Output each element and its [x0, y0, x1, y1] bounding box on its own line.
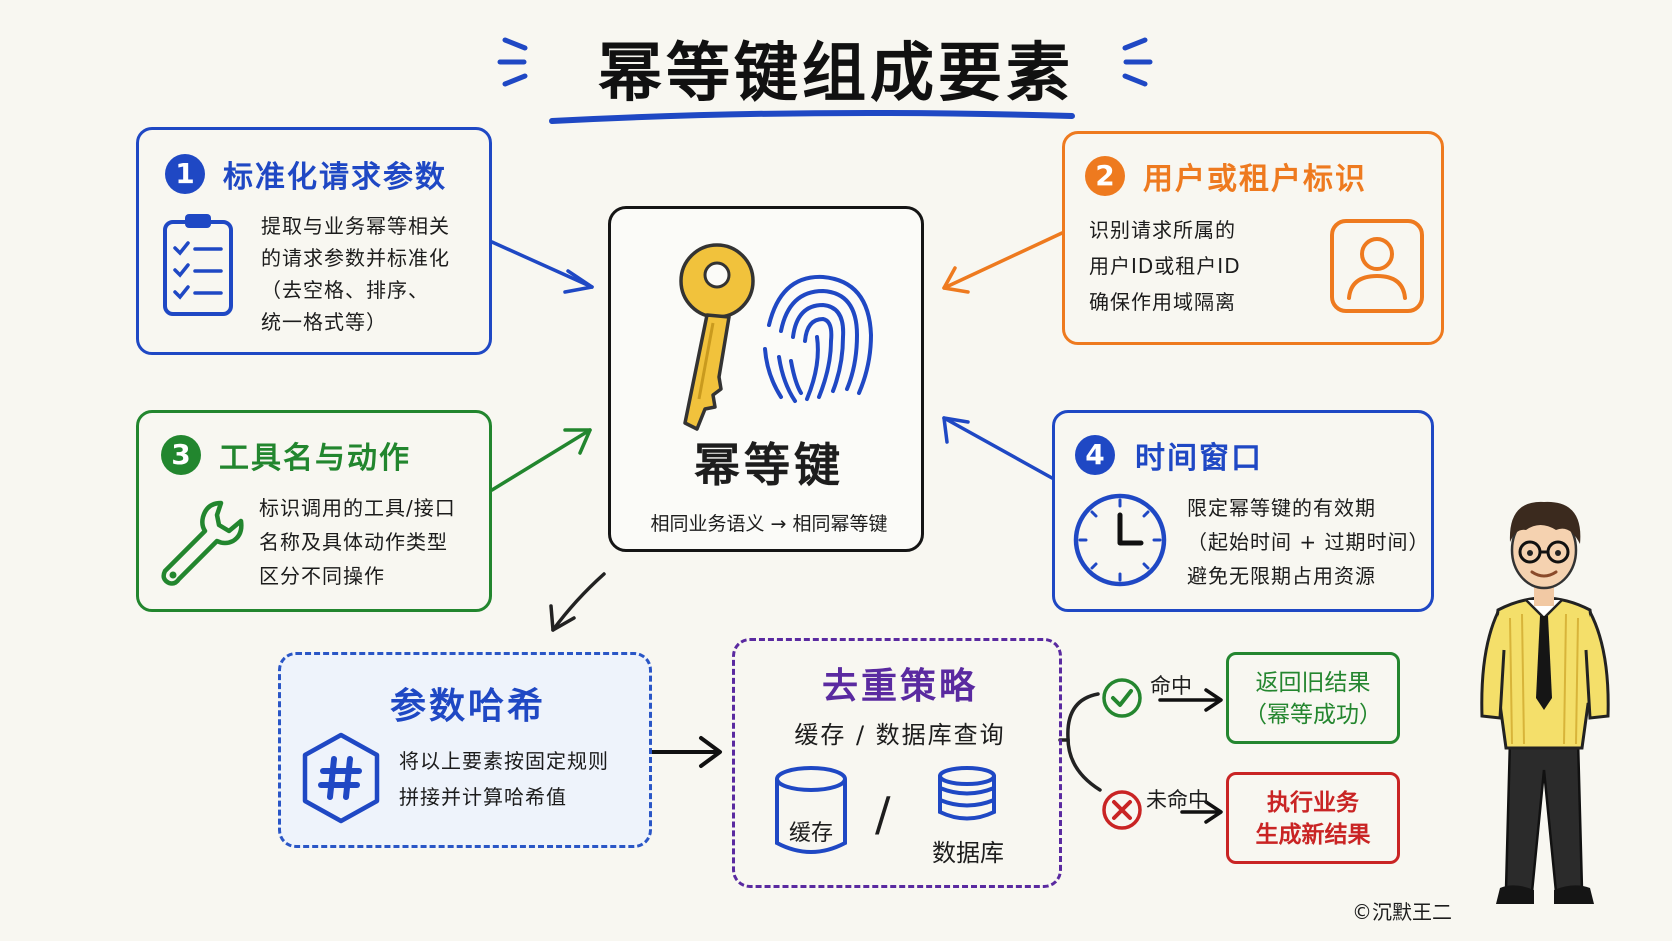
database-label: 数据库	[932, 839, 1004, 867]
hash-description: 将以上要素按固定规则 拼接并计算哈希值	[399, 749, 609, 809]
hit-result-box: 返回旧结果 （幂等成功）	[1226, 652, 1400, 744]
params-card: 1 标准化请求参数 提取与业务幂等相关 的请求参数并标准化 （去空格、排序、 统…	[136, 127, 492, 355]
tool-card: 3 工具名与动作 标识调用的工具/接口 名称及具体动作类型 区分不同操作	[136, 410, 492, 612]
params-description: 提取与业务幂等相关 的请求参数并标准化 （去空格、排序、 统一格式等）	[261, 214, 450, 334]
user-number: 2	[1085, 156, 1125, 196]
clipboard-checklist-icon	[163, 214, 233, 316]
hit-label: 命中	[1150, 674, 1192, 698]
idempotency-key-card: 幂等键 相同业务语义 → 相同幂等键	[608, 206, 924, 552]
check-circle-icon	[1102, 678, 1142, 718]
params-title: 标准化请求参数	[223, 160, 447, 195]
time-number: 4	[1075, 435, 1115, 475]
x-circle-icon	[1102, 790, 1142, 830]
dedup-strategy-card: 去重策略 缓存 / 数据库查询 缓存 / 数据库	[732, 638, 1062, 888]
hash-icon	[302, 732, 380, 824]
params-number: 1	[165, 154, 205, 194]
key-icon	[679, 243, 755, 431]
miss-result-box: 执行业务 生成新结果	[1226, 772, 1400, 864]
user-card: 2 用户或租户标识 识别请求所属的 用户ID或租户ID 确保作用域隔离	[1062, 131, 1444, 345]
user-title: 用户或租户标识	[1143, 162, 1367, 197]
presenter-character-illustration	[1480, 501, 1610, 904]
clock-icon	[1073, 493, 1167, 587]
wrench-icon	[161, 500, 244, 586]
tool-description: 标识调用的工具/接口 名称及具体动作类型 区分不同操作	[259, 496, 456, 588]
center-subtitle: 相同业务语义 → 相同幂等键	[650, 513, 888, 535]
time-description: 限定幂等键的有效期 （起始时间 + 过期时间） 避免无限期占用资源	[1187, 496, 1430, 588]
tool-number: 3	[161, 435, 201, 475]
miss-result-line-2: 生成新结果	[1255, 822, 1371, 848]
param-hash-card: 参数哈希 将以上要素按固定规则 拼接并计算哈希值	[278, 652, 652, 848]
page-title: 幂等键组成要素	[598, 37, 1074, 111]
fingerprint-icon	[763, 274, 874, 403]
cache-icon	[775, 766, 847, 854]
hash-title: 参数哈希	[389, 686, 546, 727]
dedup-slash: /	[875, 787, 891, 841]
dedup-subtitle: 缓存 / 数据库查询	[794, 721, 1006, 749]
cache-label: 缓存	[788, 821, 833, 846]
time-title: 时间窗口	[1135, 441, 1263, 476]
user-description: 识别请求所属的 用户ID或租户ID 确保作用域隔离	[1089, 218, 1241, 314]
dedup-title: 去重策略	[821, 666, 978, 707]
tool-title: 工具名与动作	[219, 441, 411, 476]
miss-label: 未命中	[1146, 788, 1209, 812]
hit-result-line-1: 返回旧结果	[1255, 670, 1371, 696]
miss-result-line-1: 执行业务	[1267, 790, 1359, 816]
database-icon	[938, 766, 996, 821]
credit-text: ©沉默王二	[1352, 900, 1452, 924]
hit-result-line-2: （幂等成功）	[1244, 702, 1382, 728]
time-card: 4 时间窗口 限定幂等键的有效期 （起始时间 + 过期时间） 避免无限期占用资源	[1052, 410, 1434, 612]
user-icon	[1330, 219, 1424, 313]
center-title: 幂等键	[694, 438, 844, 492]
